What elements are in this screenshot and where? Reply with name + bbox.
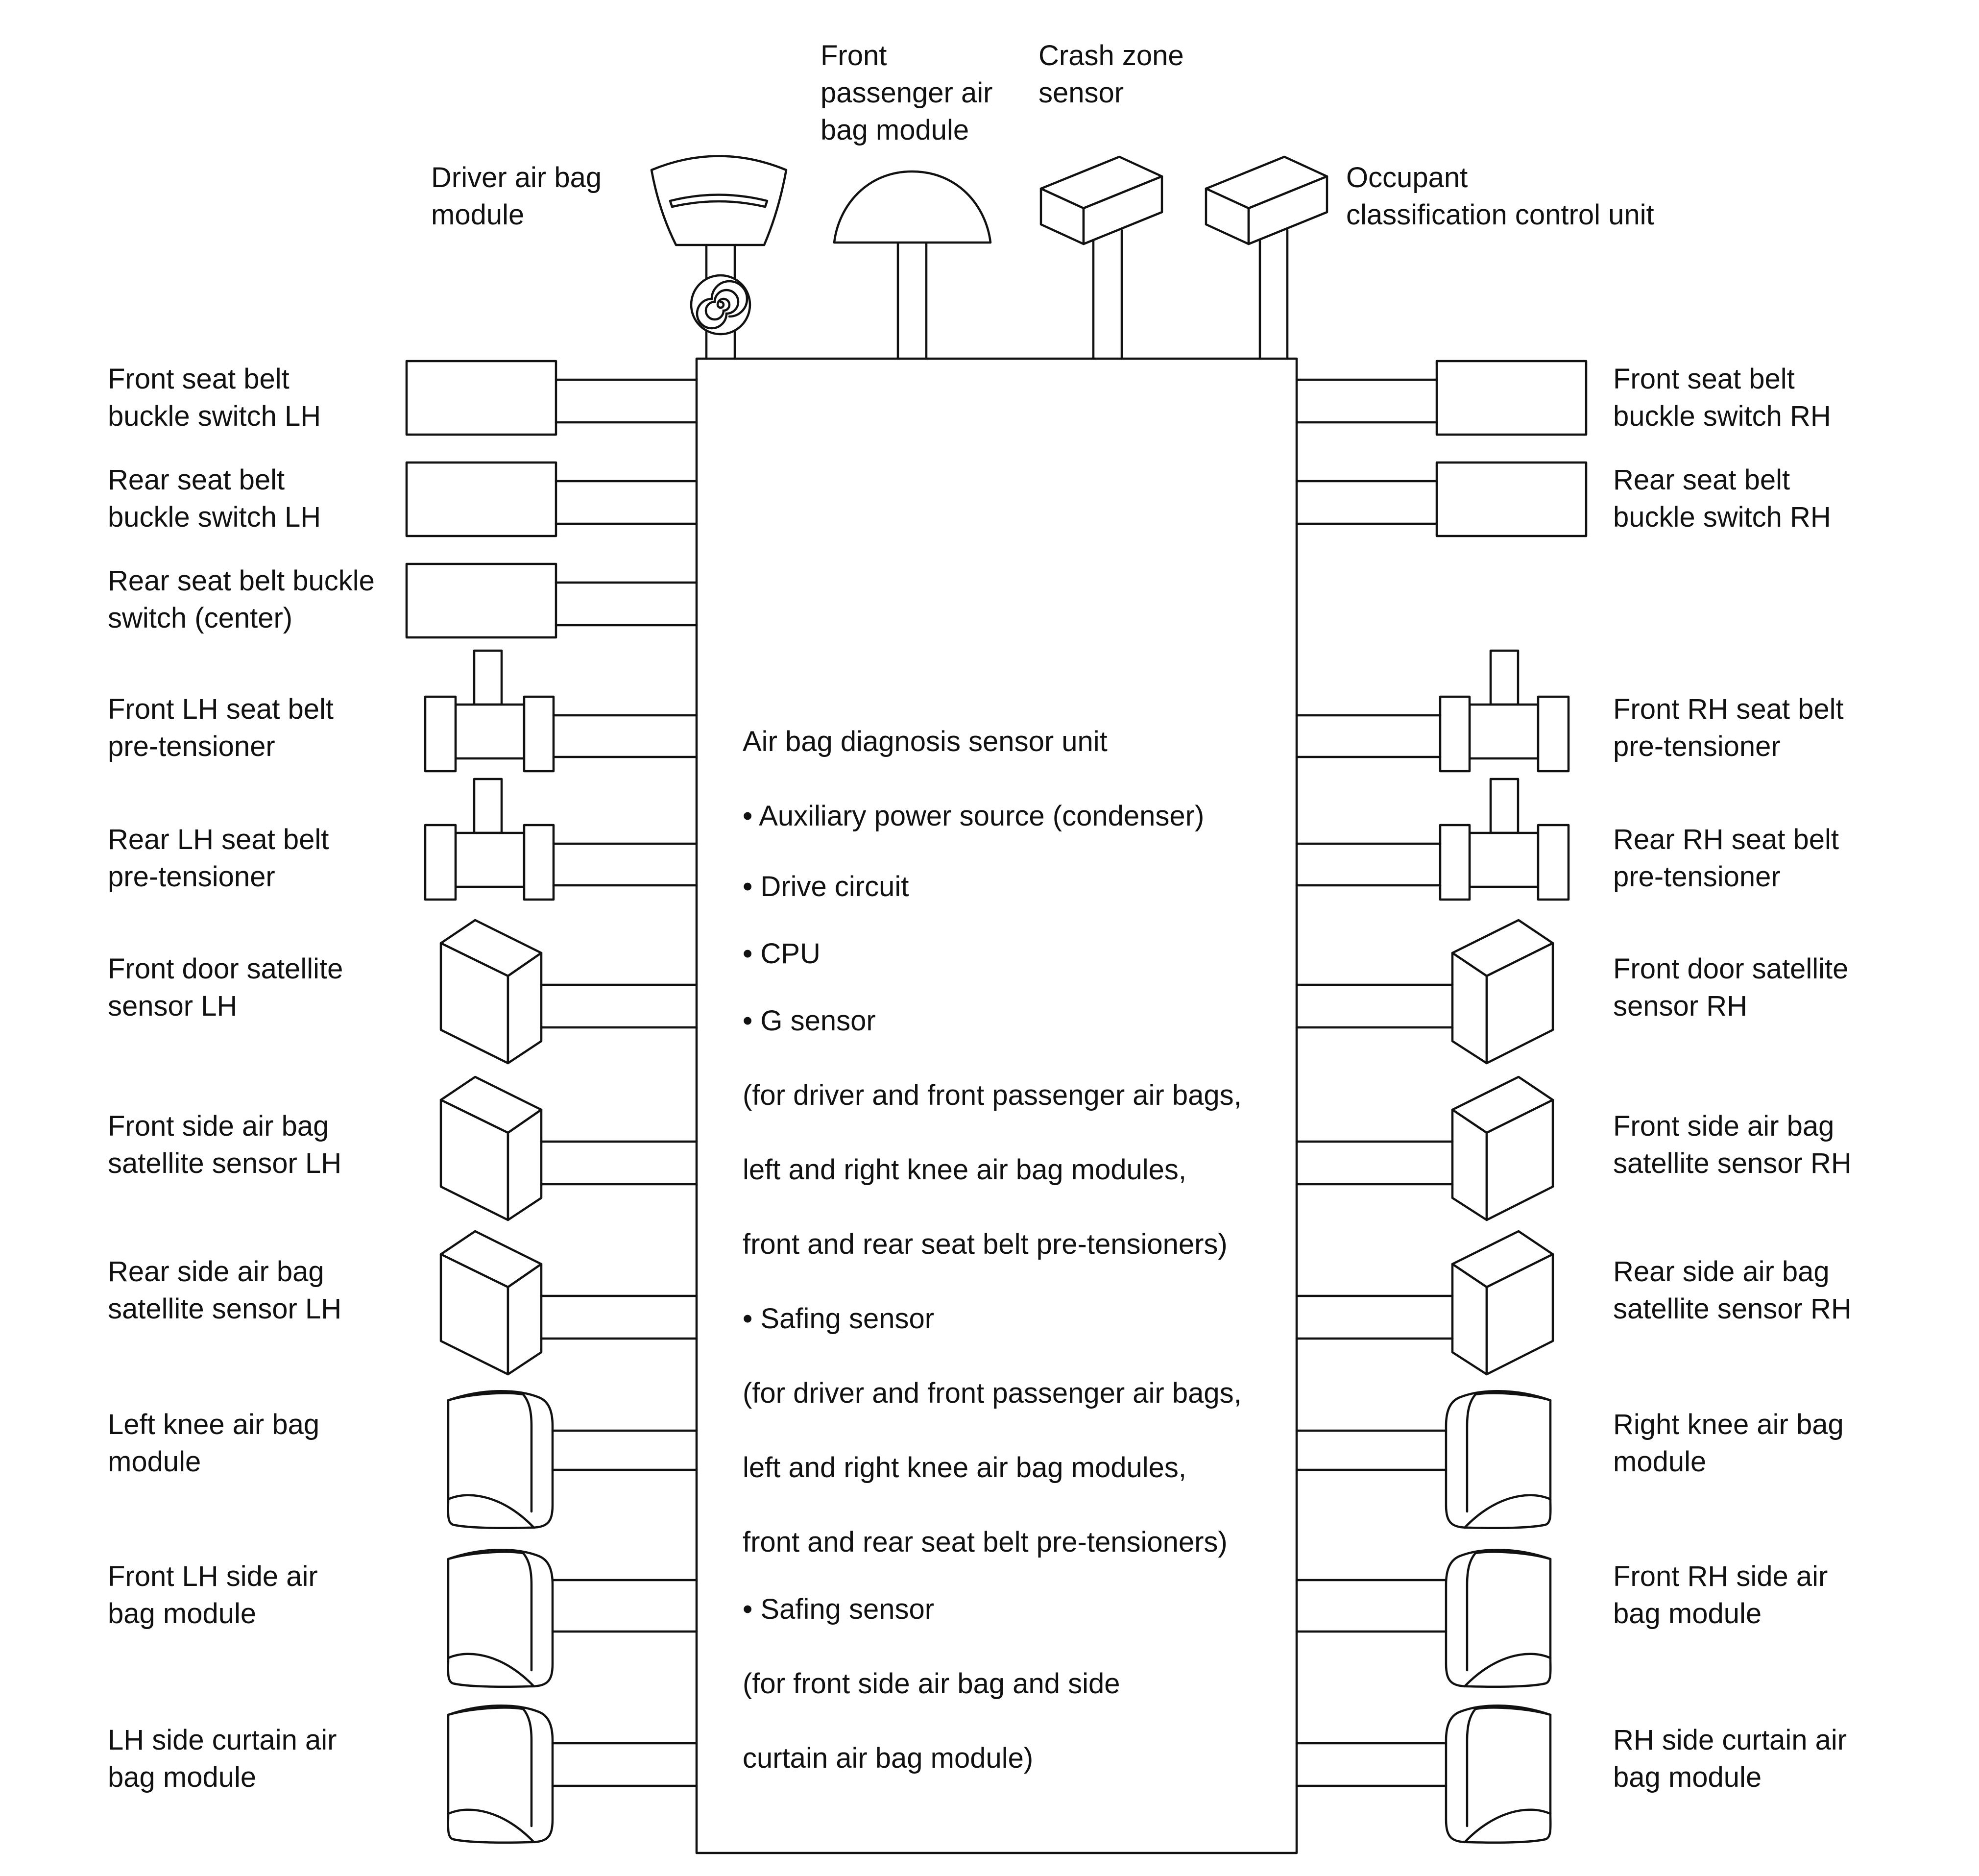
pretensioner-icon [424,778,698,901]
sensor-unit-feature: • Safing sensor [743,1593,935,1625]
occupant-classification-control-unit-label: Occupant classification control unit [1346,162,1654,231]
sensor-unit-title: Air bag diagnosis sensor unit [743,726,1108,757]
right-component-label: Right knee air bag module [1613,1409,1844,1478]
right-component-label: Front RH seat belt pre-tensioner [1613,693,1844,762]
buckle-switch-icon [405,360,698,436]
air-bag-diagnosis-sensor-unit [695,357,1298,1854]
right-component-label: Rear RH seat belt pre-tensioner [1613,824,1839,893]
crash-zone-sensor-label: Crash zone sensor [1038,40,1184,109]
right-component-label: Rear seat belt buckle switch RH [1613,464,1831,533]
left-component-label: Front side air bag satellite sensor LH [108,1110,342,1179]
right-component-label: Front RH side air bag module [1613,1560,1828,1630]
sensor-unit-note: front and rear seat belt pre-tensioners) [743,1526,1228,1558]
buckle-switch-icon [405,461,698,537]
sensor-unit-feature: • G sensor [743,1005,876,1037]
front-passenger-air-bag-module-icon [833,170,992,360]
occupant-classification-control-unit-icon [1205,155,1328,360]
left-component-label: Rear seat belt buckle switch LH [108,464,321,533]
air-bag-module-icon [1445,1549,1552,1688]
left-component-label: Front door satellite sensor LH [108,953,343,1022]
sensor-unit-feature: • CPU [743,938,821,970]
sensor-unit-note: (for driver and front passenger air bags… [743,1377,1242,1409]
sensor-unit-note: (for front side air bag and side [743,1668,1120,1700]
right-component-label: Front seat belt buckle switch RH [1613,363,1831,432]
right-component-label: Front door satellite sensor RH [1613,953,1849,1022]
driver-air-bag-module-icon [650,155,788,360]
satellite-sensor-icon [1295,1230,1554,1376]
sensor-unit-note: left and right knee air bag modules, [743,1452,1186,1484]
sensor-unit-feature: • Drive circuit [743,871,909,902]
front-passenger-air-bag-module-label: Front passenger air bag module [821,40,993,146]
left-component-label: Left knee air bag module [108,1409,320,1478]
satellite-sensor-icon [1295,1075,1554,1221]
left-component-label: Rear LH seat belt pre-tensioner [108,824,329,893]
sensor-unit-note: curtain air bag module) [743,1742,1034,1774]
left-component-label: Rear side air bag satellite sensor LH [108,1256,342,1325]
sensor-unit-note: (for driver and front passenger air bags… [743,1079,1242,1111]
pretensioner-icon [424,649,698,773]
pretensioner-icon [1295,778,1570,901]
air-bag-module-icon [447,1390,698,1529]
left-component-label: Front seat belt buckle switch LH [108,363,321,432]
satellite-sensor-icon [439,1230,698,1376]
left-component-label: LH side curtain air bag module [108,1724,337,1793]
crash-zone-sensor-icon [1039,155,1163,360]
satellite-sensor-icon [1295,919,1554,1065]
sensor-unit-feature: • Auxiliary power source (condenser) [743,800,1205,832]
air-bag-module-icon [1445,1705,1552,1844]
sensor-unit-note: front and rear seat belt pre-tensioners) [743,1228,1228,1260]
pretensioner-icon [1295,649,1570,773]
satellite-sensor-icon [439,1075,698,1221]
left-component-label: Front LH seat belt pre-tensioner [108,693,334,762]
buckle-switch-icon [1295,360,1588,436]
driver-air-bag-module-label: Driver air bag module [431,162,602,231]
air-bag-module-icon [1445,1390,1552,1529]
sensor-unit-description: Air bag diagnosis sensor unit • Auxiliar… [743,686,1242,1814]
air-bag-module-icon [447,1705,698,1844]
right-component-label: Rear side air bag satellite sensor RH [1613,1256,1852,1325]
sensor-unit-feature: • Safing sensor [743,1303,935,1335]
left-component-label: Rear seat belt buckle switch (center) [108,565,375,634]
satellite-sensor-icon [439,919,698,1065]
buckle-switch-icon [1295,461,1588,537]
sensor-unit-note: left and right knee air bag modules, [743,1154,1186,1186]
left-component-label: Front LH side air bag module [108,1560,318,1630]
right-component-label: Front side air bag satellite sensor RH [1613,1110,1852,1179]
air-bag-module-icon [447,1549,698,1688]
right-component-label: RH side curtain air bag module [1613,1724,1847,1793]
buckle-switch-icon [405,562,698,639]
